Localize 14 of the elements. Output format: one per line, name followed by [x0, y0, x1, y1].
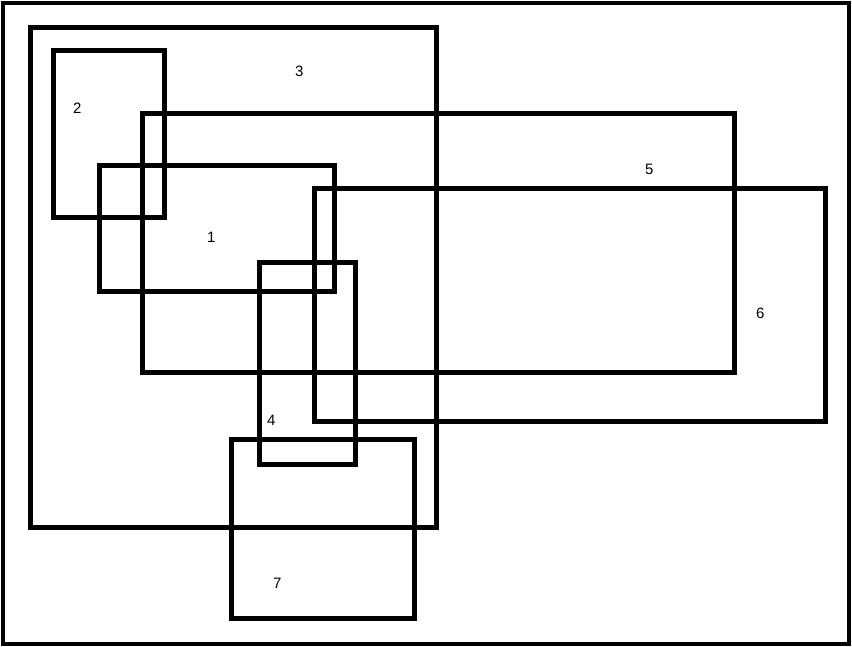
set-rectangle: [229, 437, 417, 621]
set-rectangle: [51, 48, 167, 220]
set-rectangle: [140, 111, 737, 375]
set-rectangle: [97, 163, 337, 294]
set-number: 3: [295, 63, 304, 80]
set-number: 2: [73, 100, 82, 117]
set-number: 6: [756, 305, 764, 322]
set-number: 1: [207, 229, 216, 246]
set-number: 5: [645, 161, 654, 178]
set-number: 4: [267, 412, 276, 429]
set-rectangle: [257, 260, 358, 467]
set-rectangle: [28, 25, 439, 530]
set-rectangle: [312, 186, 828, 424]
set-number: 7: [273, 575, 282, 592]
